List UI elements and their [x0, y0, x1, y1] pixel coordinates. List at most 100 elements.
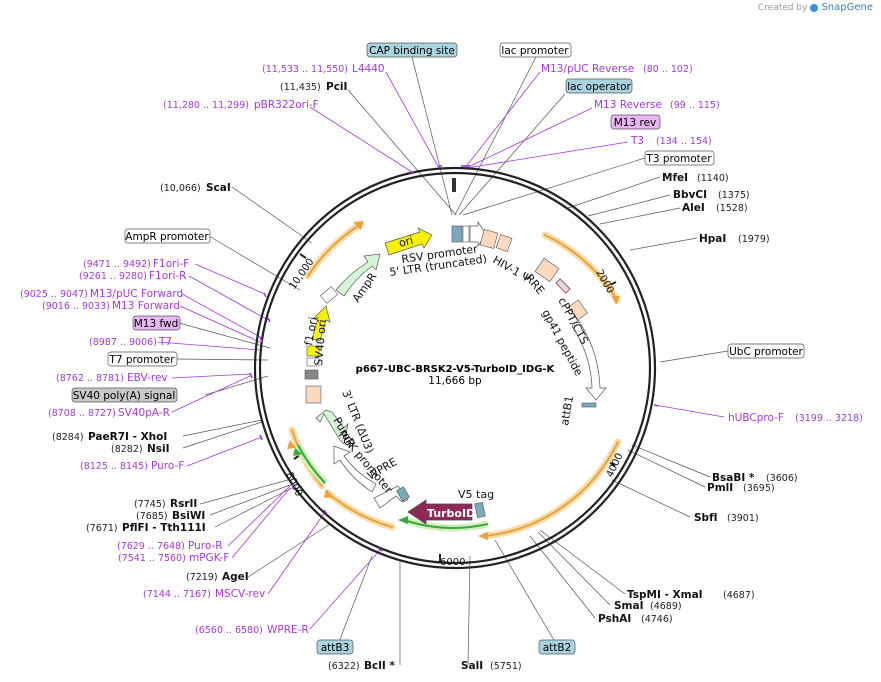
primer-pos-f1ori-f: (9471 .. 9492)	[83, 259, 151, 270]
box-lac-promoter: lac promoter	[501, 45, 569, 57]
primer-f1ori-r: F1ori-R	[149, 270, 186, 282]
enzyme-pos-sali: (5751)	[490, 661, 522, 672]
enzyme-pos-rsrii: (7745)	[134, 499, 166, 510]
primer-pos-pbr322ori-f: (11,280 .. 11,299)	[163, 100, 249, 111]
primer-pos-mpgk-f: (7541 .. 7560)	[118, 553, 186, 564]
enzyme-pos-agei: (7219)	[186, 572, 218, 583]
primer-pos-sv40pa-r: (8708 .. 8727)	[48, 408, 116, 419]
primer-puro-r: Puro-R	[188, 540, 223, 552]
box-lac-operator: lac operator	[567, 81, 631, 93]
enzyme-pflfi-tth111i: PflFI - Tth111I	[122, 522, 206, 534]
box-ubc-promoter: UbC promoter	[729, 346, 803, 358]
enzyme-smai: SmaI	[614, 600, 644, 612]
primer-mscv-rev: MSCV-rev	[215, 588, 265, 600]
primer-pos-t3: (134 .. 154)	[656, 136, 712, 147]
plasmid-name: p667-UBC-BRSK2-V5-TurboID_IDG-K	[356, 364, 556, 375]
enzyme-tspmi-xmai: TspMI - XmaI	[627, 589, 703, 601]
enzyme-paer7i-xhoi: PaeR7I - XhoI	[88, 431, 167, 443]
enzyme-pos-alei: (1528)	[716, 203, 748, 214]
backbone-outer	[253, 166, 657, 570]
enzyme-bbvci: BbvCI	[673, 189, 707, 201]
green-arcs	[294, 443, 489, 532]
enzyme-pos-mfei: (1140)	[697, 173, 729, 184]
primer-m13puc-forward: M13/pUC Forward	[90, 288, 183, 300]
enzyme-agei: AgeI	[222, 571, 249, 583]
primer-pos-wpre-r: (6560 .. 6580)	[195, 625, 263, 636]
primer-ebv-rev: EBV-rev	[127, 372, 168, 384]
enzyme-pos-bbvci: (1375)	[718, 190, 750, 201]
primer-pos-l4440: (11,533 .. 11,550)	[262, 64, 348, 75]
primer-pos-m13-forward: (9016 .. 9033)	[42, 301, 110, 312]
primer-m13puc-reverse: M13/pUC Reverse	[541, 63, 634, 75]
snapgene-logo-icon	[810, 3, 819, 12]
enzyme-pos-bcli: (6322)	[328, 661, 360, 672]
enzyme-pos-hpai: (1979)	[738, 234, 770, 245]
tick-2000: 2000	[593, 268, 615, 296]
enzyme-pos-bsabi: (3606)	[766, 473, 798, 484]
box-sv40-polya: SV40 poly(A) signal	[73, 390, 176, 402]
primer-hubcpro-f: hUBCpro-F	[728, 412, 784, 424]
primer-pos-ebv-rev: (8762 .. 8781)	[56, 373, 124, 384]
primer-puro-f: Puro-F	[151, 460, 184, 472]
primer-pos-puro-f: (8125 .. 8145)	[80, 461, 148, 472]
boxed-labels: CAP binding site lac promoter lac operat…	[71, 42, 805, 655]
enzyme-pos-pmli: (3695)	[743, 483, 775, 494]
primer-pos-t7: (8987 .. 9006)	[89, 337, 157, 348]
watermark-brand: SnapGene	[821, 2, 873, 13]
enzyme-scai: ScaI	[206, 182, 231, 194]
enzyme-sbfi: SbfI	[694, 512, 718, 524]
label-v5-tag: V5 tag	[458, 488, 494, 501]
backbone-inner	[258, 171, 652, 565]
enzyme-pshai: PshAI	[598, 613, 631, 625]
tick-8000: 8000	[283, 471, 304, 499]
enzyme-rsrii: RsrII	[170, 498, 197, 510]
primer-t3: T3	[630, 135, 644, 147]
enzyme-pos-pflfi: (7671)	[86, 523, 118, 534]
enzyme-pcii: PciI	[326, 81, 347, 93]
enzyme-labels: (11,435) PciI (10,066) ScaI MfeI (1140) …	[52, 81, 798, 672]
primer-pos-m13-reverse: (99 .. 115)	[670, 100, 720, 111]
box-t7-promoter: T7 promoter	[108, 354, 175, 366]
primer-pos-f1ori-r: (9261 .. 9280)	[79, 271, 147, 282]
primer-pos-hubcpro-f: (3199 .. 3218)	[795, 413, 863, 424]
enzyme-pos-tspmi-xmai: (4687)	[723, 590, 755, 601]
primer-lines	[157, 71, 725, 630]
enzyme-mfei: MfeI	[662, 172, 688, 184]
primer-pos-mscv-rev: (7144 .. 7167)	[143, 589, 211, 600]
enzyme-nsii: NsiI	[147, 443, 170, 455]
primer-mpgk-f: mPGK-F	[189, 552, 229, 564]
primer-sv40pa-r: SV40pA-R	[118, 407, 170, 419]
box-t3-promoter: T3 promoter	[645, 153, 712, 165]
box-ampr-promoter: AmpR promoter	[125, 231, 209, 243]
enzyme-bsiwi: BsiWI	[172, 510, 205, 522]
plasmid-length: 11,666 bp	[428, 375, 482, 387]
primer-f1ori-f: F1ori-F	[153, 258, 189, 270]
primer-pos-puro-r: (7629 .. 7648)	[117, 541, 185, 552]
box-m13-rev: M13 rev	[614, 117, 657, 129]
enzyme-pmli: PmlI	[707, 482, 733, 494]
primer-t7: T7	[158, 336, 172, 348]
enzyme-bsabi: BsaBI *	[712, 472, 755, 484]
primer-l4440: L4440	[352, 63, 385, 75]
box-attb2: attB2	[543, 642, 572, 654]
enzyme-bcli: BclI *	[364, 660, 395, 672]
enzyme-pos-paer7i: (8284)	[52, 432, 84, 443]
inner-feature-shapes	[304, 220, 607, 525]
enzyme-pos-bsiwi: (7685)	[136, 511, 168, 522]
primer-pbr322ori-f: pBR322ori-F	[254, 99, 319, 111]
enzyme-sali: SalI	[461, 660, 483, 672]
enzyme-pos-nsii: (8282)	[111, 444, 143, 455]
label-attb1: attB1	[558, 395, 576, 427]
enzyme-alei: AleI	[682, 202, 705, 214]
enzyme-hpai: HpaI	[699, 233, 726, 245]
label-f1-ori: f1 ori	[302, 316, 320, 347]
label-turboid: TurboID	[427, 507, 475, 520]
enzyme-pos-scai: (10,066)	[160, 183, 201, 194]
box-attb3: attB3	[321, 642, 350, 654]
watermark: Created by SnapGene	[758, 2, 873, 13]
enzyme-pos-smai: (4689)	[650, 601, 682, 612]
primer-wpre-r: WPRE-R	[267, 624, 309, 636]
label-sv40-ori: SV40 ori	[312, 319, 329, 366]
leader-lines	[176, 56, 729, 666]
enzyme-pos-pcii: (11,435)	[280, 82, 321, 93]
